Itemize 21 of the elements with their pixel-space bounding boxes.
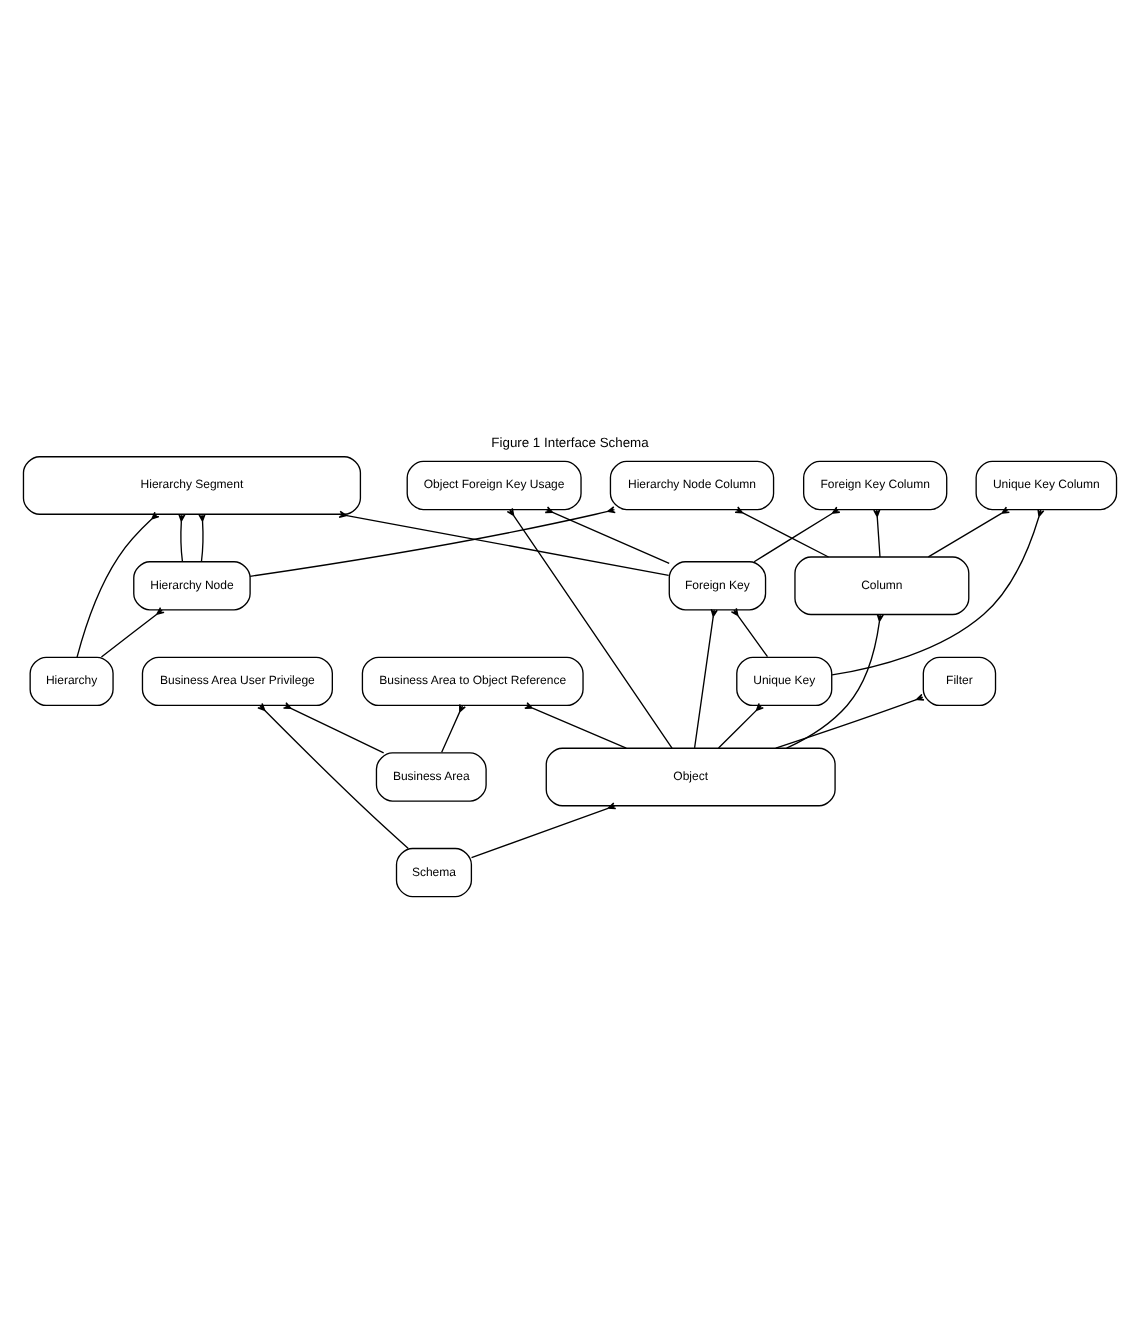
connector: [198, 513, 206, 563]
connector: [873, 509, 881, 558]
connector: [524, 702, 627, 749]
connector: [717, 702, 764, 749]
connector: [76, 511, 160, 658]
connector: [282, 702, 385, 754]
connector: [506, 507, 673, 749]
connector: [730, 607, 769, 658]
connector: [927, 506, 1010, 558]
connector: [693, 608, 718, 749]
connector: [249, 506, 616, 577]
connector: [257, 702, 409, 850]
connector: [178, 513, 186, 563]
connector: [544, 506, 670, 565]
connector: [441, 703, 466, 753]
connector: [753, 506, 841, 563]
connector: [785, 613, 884, 749]
connector: [100, 607, 165, 658]
connector: [470, 802, 617, 859]
connector: [338, 510, 670, 577]
connector: [831, 508, 1045, 676]
